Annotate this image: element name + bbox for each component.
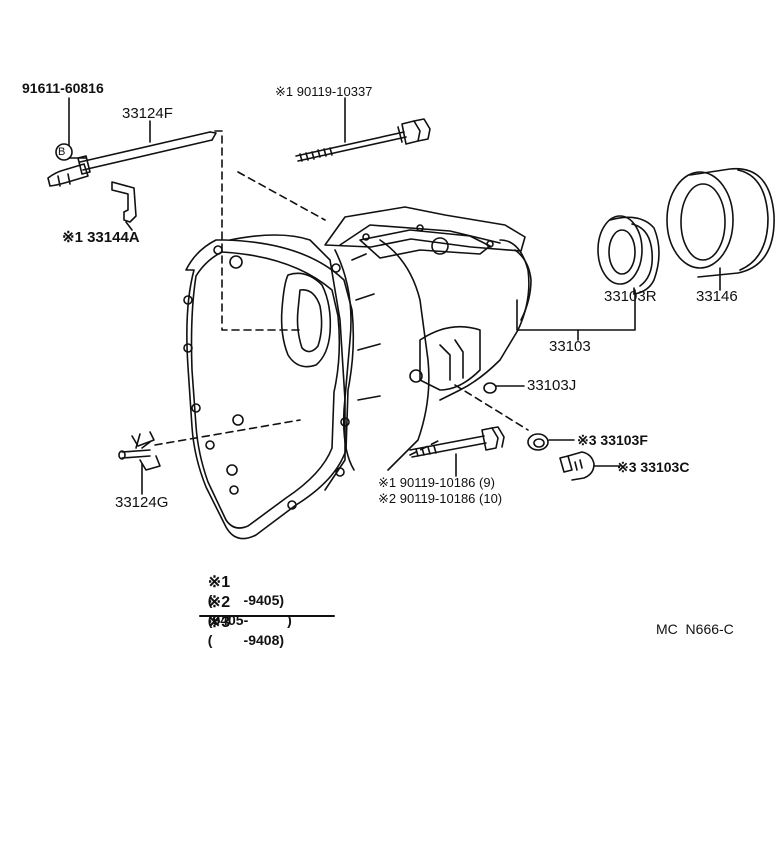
- diagram-code: MC N666-C: [656, 621, 734, 637]
- sleeve-33146[interactable]: [666, 167, 775, 278]
- legend-mark: ※3: [207, 614, 231, 631]
- label-33103R: 33103R: [604, 288, 657, 305]
- legend-row-1: ※1 ( -9405): [200, 556, 284, 608]
- legend-range: ( -9408): [207, 632, 285, 648]
- label-33103: 33103: [549, 338, 591, 355]
- drain-plug-33103C[interactable]: [559, 451, 621, 481]
- label-33146: 33146: [696, 288, 738, 305]
- label-90119-10337: ※1 90119-10337: [275, 84, 373, 99]
- label-33124F: 33124F: [122, 105, 173, 122]
- pin-91611-60816[interactable]: [68, 97, 87, 159]
- label-90119-10186-9: ※1 90119-10186 (9): [378, 475, 495, 490]
- transmission-case-33103[interactable]: [183, 206, 532, 540]
- long-bolt-90119-10337[interactable]: [295, 118, 431, 162]
- clip-33144A[interactable]: [111, 181, 137, 231]
- label-33124G: 33124G: [115, 494, 169, 511]
- b-marker-circle: [55, 143, 73, 161]
- label-33103C: ※3 33103C: [617, 459, 690, 475]
- label-33103J: 33103J: [527, 377, 577, 394]
- label-33144A: ※1 33144A: [62, 229, 140, 246]
- legend-mark: ※1: [207, 574, 231, 591]
- bolt-90119-10186[interactable]: [409, 426, 505, 458]
- lever-33124G[interactable]: [118, 431, 161, 471]
- legend-range: (9405- ): [207, 612, 292, 628]
- gasket-33103F[interactable]: [527, 433, 575, 451]
- shift-rod-33124F[interactable]: [47, 131, 217, 187]
- oil-seal-33103R[interactable]: [597, 215, 660, 295]
- legend-mark: ※2: [207, 594, 231, 611]
- b-marker: B: [58, 146, 66, 158]
- label-91611-60816: 91611-60816: [22, 80, 104, 96]
- label-33103F: ※3 33103F: [577, 432, 648, 448]
- plug-33103J[interactable]: [483, 382, 525, 394]
- legend-range: ( -9405): [207, 592, 285, 608]
- legend-row-3: ※3 ( -9408): [200, 596, 284, 648]
- label-90119-10186-10: ※2 90119-10186 (10): [378, 491, 503, 506]
- assembly-guide-lines: [154, 130, 529, 456]
- legend-row-2: ※2 (9405- ): [200, 576, 292, 628]
- bracket-33103: [516, 289, 636, 331]
